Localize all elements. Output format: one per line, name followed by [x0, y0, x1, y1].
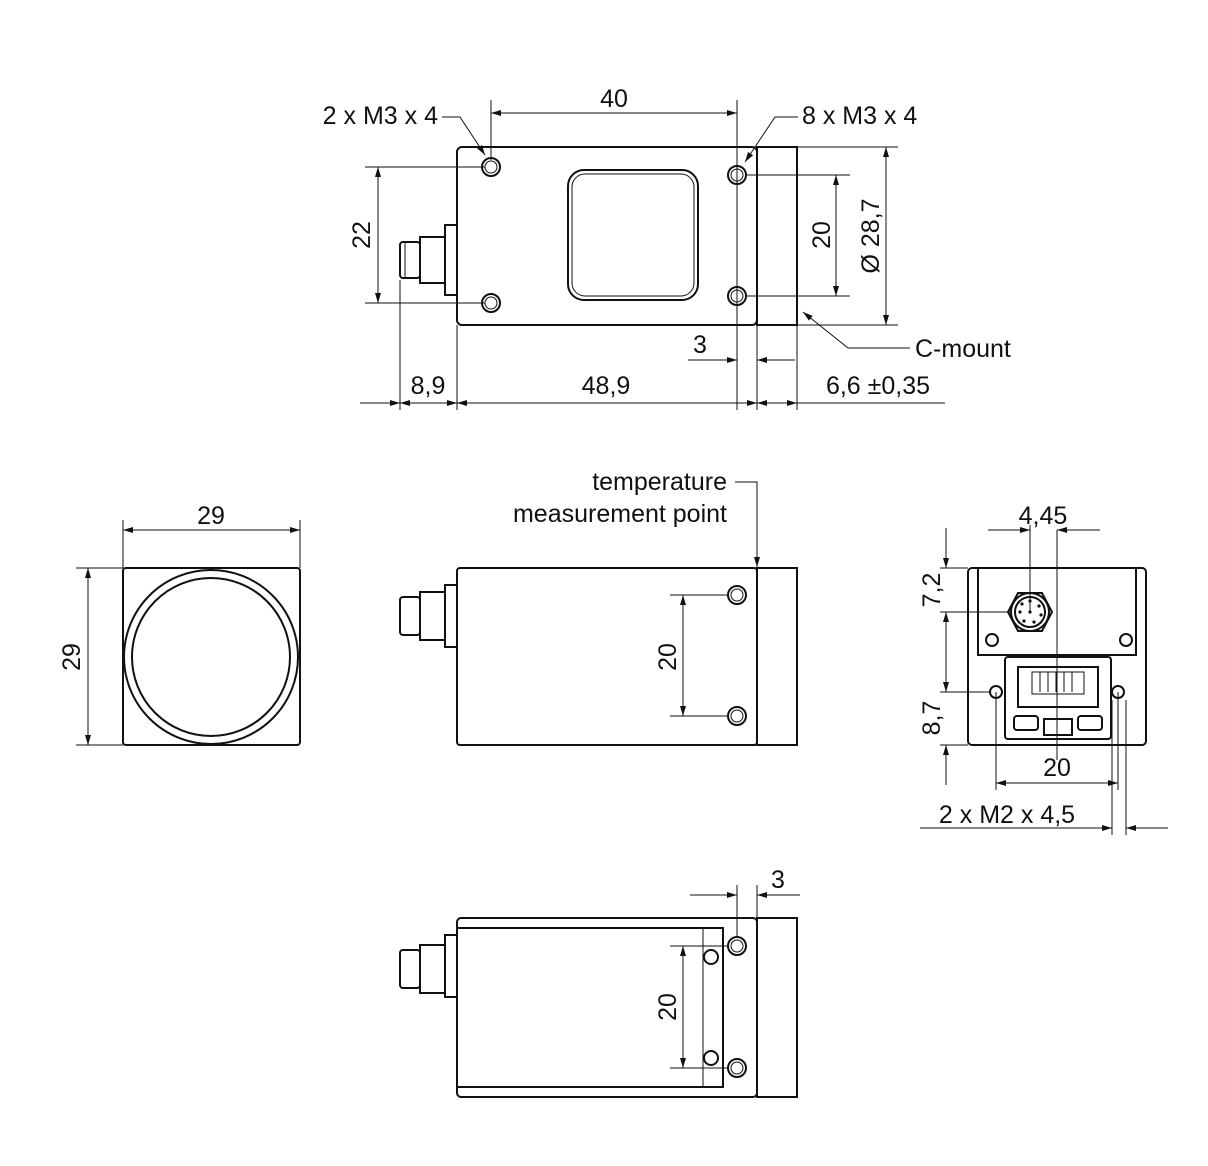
back-view: 4,45 7,2 8,7 20 2 x M2 x 4,5 — [918, 502, 1168, 835]
front-view: 29 29 — [58, 502, 301, 746]
bottom-view: 20 3 — [399, 866, 800, 1098]
callout-temp-line2: measurement point — [513, 500, 727, 528]
dim-20-back: 20 — [1043, 754, 1071, 782]
top-view: 40 2 x M3 x 4 8 x M3 x 4 22 20 Ø 28,7 C-… — [323, 85, 1011, 410]
side-view: 20 temperature measurement point — [399, 468, 798, 746]
m12-connector — [1006, 592, 1054, 632]
dim-22: 22 — [348, 221, 376, 249]
dim-48-9: 48,9 — [582, 372, 631, 400]
callout-cmount: C-mount — [915, 335, 1011, 363]
dim-6-6: 6,6 ±0,35 — [826, 372, 930, 400]
rj45-port — [1004, 656, 1112, 740]
lens-flange — [756, 146, 798, 326]
dim-20-side: 20 — [654, 643, 682, 671]
mounting-holes — [481, 157, 747, 313]
dim-8-7: 8,7 — [918, 701, 946, 736]
dim-flange-diameter: Ø 28,7 — [857, 198, 885, 273]
dim-3-bottom: 3 — [771, 866, 785, 894]
callout-right-holes: 8 x M3 x 4 — [802, 102, 917, 130]
dim-4-45: 4,45 — [1019, 502, 1068, 530]
dim-width-40: 40 — [600, 85, 628, 113]
callout-temp-line1: temperature — [592, 468, 727, 496]
sensor-window — [567, 169, 699, 301]
callout-m2-holes: 2 x M2 x 4,5 — [939, 801, 1075, 829]
dim-3-top: 3 — [693, 331, 707, 359]
connector — [399, 224, 458, 296]
dim-20-top: 20 — [808, 221, 836, 249]
lens-mount-ring — [123, 569, 299, 745]
bottom-plate — [456, 927, 724, 1088]
dim-8-9: 8,9 — [411, 372, 446, 400]
dim-29-width: 29 — [197, 502, 225, 530]
callout-left-holes: 2 x M3 x 4 — [323, 102, 438, 130]
dim-7-2: 7,2 — [918, 573, 946, 608]
dim-29-height: 29 — [58, 643, 86, 671]
dim-20-bottom: 20 — [654, 993, 682, 1021]
